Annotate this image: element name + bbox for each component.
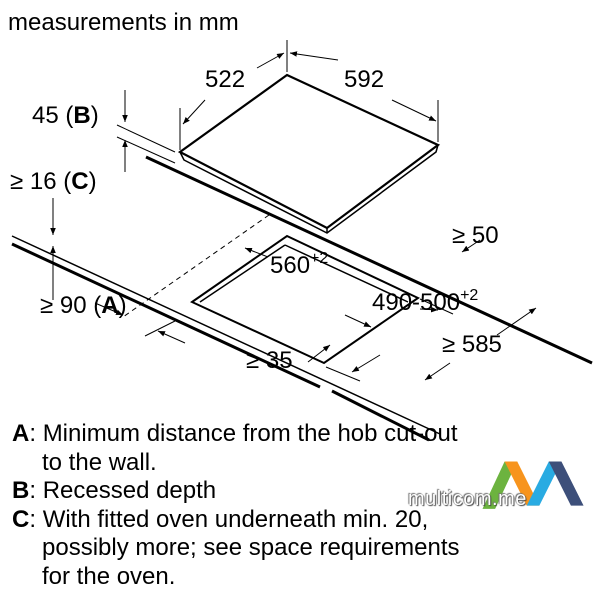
legend-key: C	[12, 505, 30, 533]
legend-item-b: B: Recessed depth	[12, 477, 217, 504]
hob-depth-label: 522	[205, 66, 245, 93]
legend: A: Minimum distance from the hob cut-out…	[12, 420, 460, 591]
recess-depth-label: 45 (B)	[32, 102, 99, 129]
legend-item-c: C: With fitted oven underneath min. 20,	[12, 505, 429, 533]
cutout-depth-label: 490-500+2	[372, 287, 478, 316]
legend-text: Minimum distance from the hob cut-out	[42, 420, 458, 447]
legend-key: B	[12, 477, 30, 504]
wall-distance-label: ≥ 90 (A)	[40, 292, 127, 319]
cutout	[189, 234, 420, 365]
diagram-title: measurements in mm	[8, 9, 239, 36]
wall-gap-label: ≥ 50	[452, 222, 499, 249]
watermark-logo-icon	[482, 461, 584, 509]
legend-text: Recessed depth	[42, 477, 217, 504]
worktop	[11, 155, 593, 442]
worktop-depth-label: ≥ 585	[442, 331, 502, 358]
legend-text: possibly more; see space requirements	[42, 534, 460, 561]
cutout-width-label: 560+2	[270, 250, 328, 279]
min-thickness-label: ≥ 16 (C)	[10, 168, 97, 195]
legend-text: to the wall.	[42, 448, 157, 476]
legend-item-a: A: Minimum distance from the hob cut-out	[12, 420, 458, 447]
hob-width-label: 592	[344, 66, 384, 93]
dimension-lines	[50, 40, 537, 382]
watermark-text: multicom.me	[408, 488, 527, 510]
front-gap-label: ≥ 35	[246, 347, 293, 374]
legend-text: for the oven.	[42, 562, 176, 590]
hob	[177, 73, 441, 234]
legend-key: A	[12, 420, 30, 447]
legend-text: With fitted oven underneath min. 20,	[42, 505, 429, 533]
